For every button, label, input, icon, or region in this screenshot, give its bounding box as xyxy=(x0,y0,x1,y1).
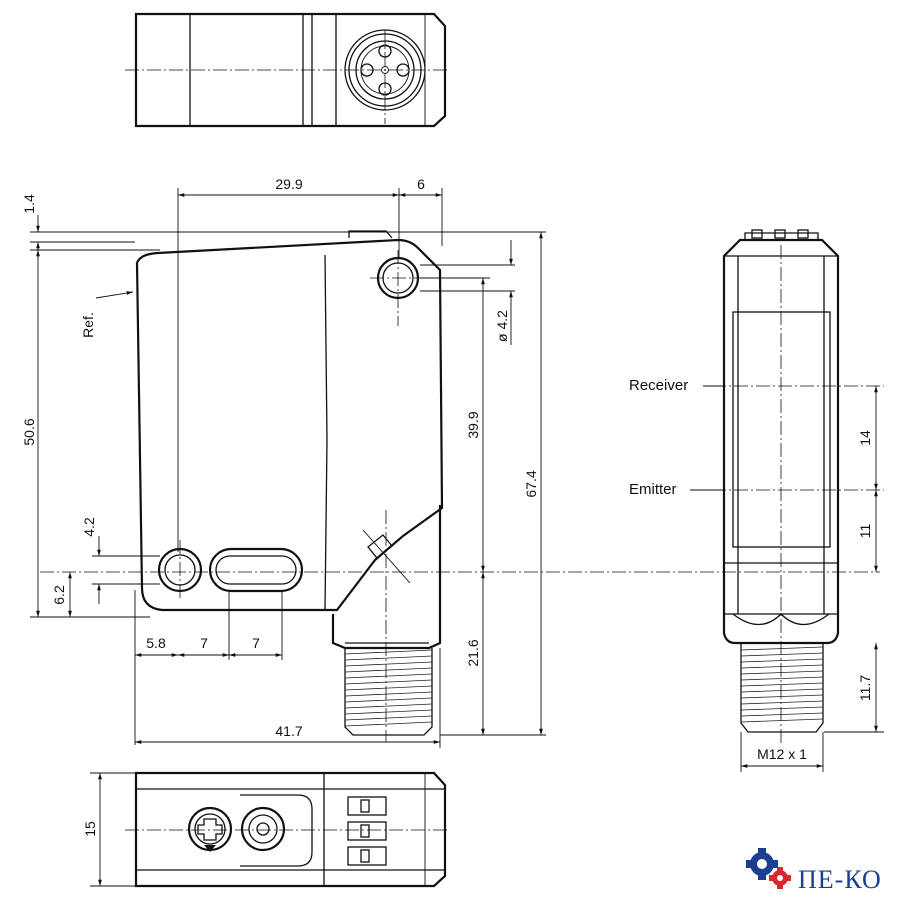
dim-29-9: 29.9 xyxy=(275,176,302,192)
front-view xyxy=(30,188,880,748)
receiver-label: Receiver xyxy=(629,377,688,394)
dim-6-2: 6.2 xyxy=(51,585,67,605)
bottom-view xyxy=(90,771,450,888)
side-view xyxy=(690,229,884,772)
dip-switch-icon xyxy=(347,796,387,866)
ref-label: Ref. xyxy=(80,312,96,338)
dim-thread: M12 x 1 xyxy=(757,746,807,762)
dim-4-2: 4.2 xyxy=(81,517,97,537)
dimension-labels: 29.9 6 1.4 50.6 Ref. ø 4.2 39.9 67.4 4.2… xyxy=(21,176,873,837)
dim-50-6: 50.6 xyxy=(21,418,37,445)
dim-7-b: 7 xyxy=(252,635,260,651)
company-logo: ПЕ-КО xyxy=(746,848,882,894)
dim-5-8: 5.8 xyxy=(146,635,166,651)
dim-11-7: 11.7 xyxy=(857,675,873,701)
dim-39-9: 39.9 xyxy=(465,411,481,438)
dim-7-a: 7 xyxy=(200,635,208,651)
dim-1-4: 1.4 xyxy=(21,194,37,214)
emitter-label: Emitter xyxy=(629,481,677,498)
led-indicator-icon xyxy=(240,806,286,852)
dim-hole-diameter: ø 4.2 xyxy=(494,310,510,342)
dim-21-6: 21.6 xyxy=(465,639,481,666)
dim-11: 11 xyxy=(857,524,873,539)
dim-41-7: 41.7 xyxy=(275,723,302,739)
top-view xyxy=(125,12,450,128)
dim-15: 15 xyxy=(82,821,98,837)
logo-text: ПЕ-КО xyxy=(798,865,882,894)
connector-face-icon xyxy=(344,29,426,111)
dim-67-4: 67.4 xyxy=(523,470,539,497)
thread-hatch xyxy=(344,649,433,727)
adjustment-screw-icon xyxy=(187,806,233,852)
dim-14: 14 xyxy=(857,430,873,446)
gear-icon xyxy=(746,848,791,889)
dim-6: 6 xyxy=(417,176,425,192)
